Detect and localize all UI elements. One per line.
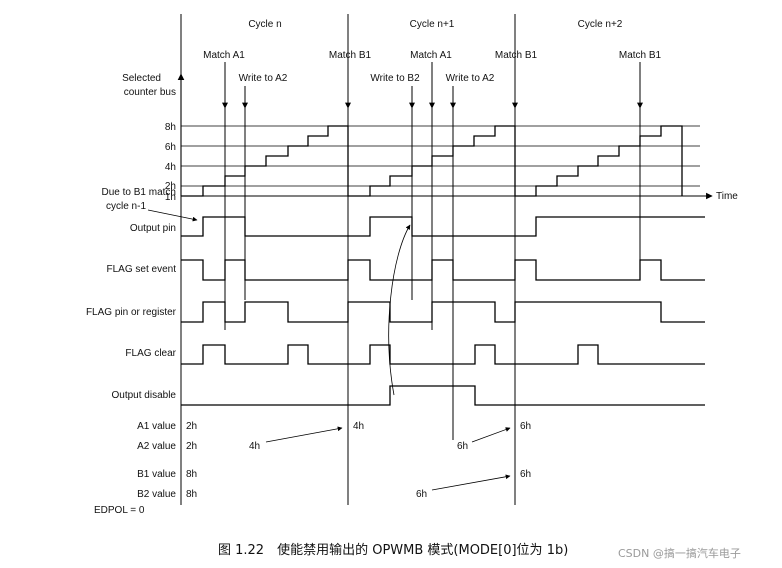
- due-note: cycle n-1: [106, 201, 146, 212]
- a1-value-update: 6h: [520, 421, 531, 432]
- b1-value-update: 6h: [520, 469, 531, 480]
- event-label: Match B1: [329, 50, 372, 61]
- b2-value-update: 6h: [416, 489, 427, 500]
- counter-bus-title: counter bus: [124, 87, 176, 98]
- wave-flag-set-event: [181, 259, 705, 281]
- counter-bus-title: Selected: [122, 73, 161, 84]
- signal-name-flag-pin-register: FLAG pin or register: [86, 307, 177, 318]
- time-axis-label: Time: [716, 191, 738, 202]
- value-name-b1: B1 value: [137, 469, 176, 480]
- counter-staircase: [181, 125, 683, 197]
- level-label-2h: 2h: [165, 181, 176, 192]
- due-note-arrow: [147, 209, 198, 222]
- event-label: Match A1: [203, 50, 245, 61]
- event-label: Match A1: [410, 50, 452, 61]
- a2-to-a1-transfer-arrow: [471, 427, 511, 443]
- a2-value-update: 4h: [249, 441, 260, 452]
- edpol-note: EDPOL = 0: [94, 505, 145, 516]
- value-name-a2: A2 value: [137, 441, 176, 452]
- cycle-label: Cycle n: [248, 19, 281, 30]
- value-name-a1: A1 value: [137, 421, 176, 432]
- a2-value-update: 6h: [457, 441, 468, 452]
- level-label-1h: 1h: [165, 192, 176, 203]
- event-label: Write to A2: [446, 73, 495, 84]
- disable-to-output-arrow: [388, 224, 411, 396]
- event-label: Write to A2: [239, 73, 288, 84]
- b2-initial-value: 8h: [186, 489, 197, 500]
- b1-initial-value: 8h: [186, 469, 197, 480]
- wave-flag-clear: [181, 344, 705, 365]
- a1-value-update: 4h: [353, 421, 364, 432]
- signal-name-output-pin: Output pin: [130, 223, 176, 234]
- b2-to-b1-transfer-arrow: [431, 474, 511, 491]
- a2-initial-value: 2h: [186, 441, 197, 452]
- figure-caption: 图 1.22 使能禁用输出的 OPWMB 模式(MODE[0]位为 1b): [218, 542, 568, 558]
- a1-initial-value: 2h: [186, 421, 197, 432]
- signal-name-flag-clear: FLAG clear: [125, 348, 176, 359]
- event-label: Match B1: [619, 50, 662, 61]
- value-name-b2: B2 value: [137, 489, 176, 500]
- signal-name-output-disable: Output disable: [112, 390, 177, 401]
- level-label-6h: 6h: [165, 142, 176, 153]
- event-label: Match B1: [495, 50, 538, 61]
- wave-output-disable: [181, 385, 705, 406]
- a2-to-a1-transfer-arrow: [265, 426, 343, 443]
- wave-flag-pin-register: [181, 301, 705, 323]
- wave-output-pin: [181, 216, 705, 237]
- level-label-8h: 8h: [165, 122, 176, 133]
- event-label: Write to B2: [370, 73, 420, 84]
- level-label-4h: 4h: [165, 162, 176, 173]
- signal-name-flag-set-event: FLAG set event: [107, 264, 177, 275]
- watermark: CSDN @搞一搞汽车电子: [618, 546, 741, 560]
- cycle-label: Cycle n+2: [578, 19, 623, 30]
- due-note: Due to B1 match: [102, 187, 176, 198]
- cycle-label: Cycle n+1: [410, 19, 455, 30]
